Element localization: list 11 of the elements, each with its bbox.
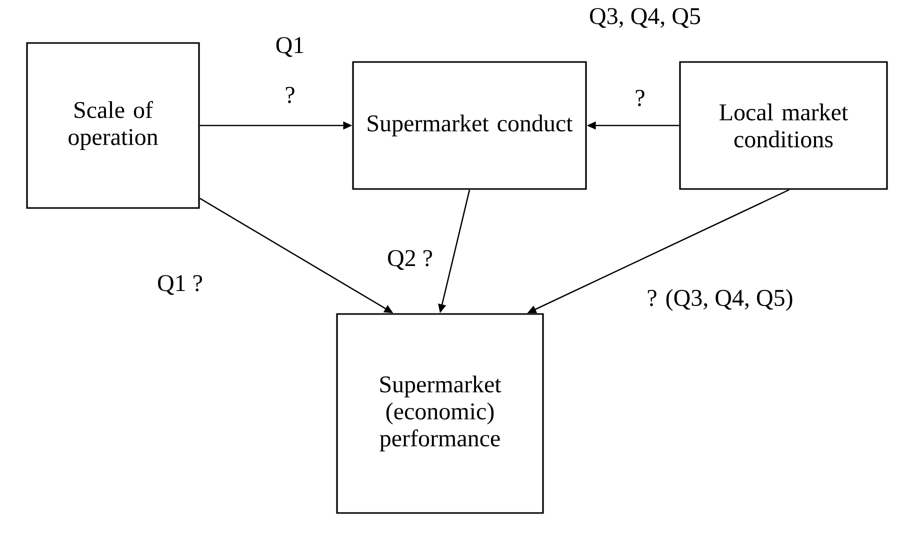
box: Local market conditions [679, 61, 888, 190]
annotation: Q3, Q4, Q5 [590, 8, 700, 28]
edge-label: ? [286, 86, 294, 104]
edge-label: ? [636, 90, 644, 106]
edge-label: ? (Q3, Q4, Q5) [648, 289, 792, 311]
edge-label: Q2 ? [388, 250, 432, 270]
box: Scale of operation [26, 42, 200, 209]
annotation: Q1 [276, 37, 304, 57]
edge-label: Q1 ? [158, 275, 202, 295]
box: Supermarket conduct [352, 61, 587, 190]
box: Supermarket (economic) performance [336, 313, 544, 514]
